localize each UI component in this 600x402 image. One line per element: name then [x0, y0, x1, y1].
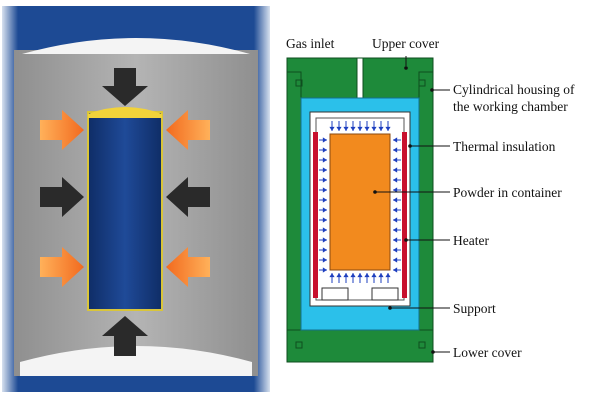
gas-flow-arrowhead-icon: [322, 207, 327, 213]
label-powder: Powder in container: [453, 185, 562, 200]
heater-left: [313, 132, 318, 298]
gas-flow-arrowhead-icon: [350, 273, 356, 278]
label-gas-inlet: Gas inlet: [286, 36, 335, 51]
label-lower-cover: Lower cover: [453, 345, 522, 360]
gas-flow-arrowhead-icon: [322, 187, 327, 193]
gas-flow-arrowhead-icon: [343, 126, 349, 131]
arrow-right-orange-icon: [40, 110, 84, 150]
vessel-top-dome: [22, 38, 250, 54]
arrow-right-dark-icon: [40, 177, 84, 217]
gas-flow-arrowhead-icon: [322, 217, 327, 223]
gas-flow-arrowhead-icon: [322, 147, 327, 153]
support-left: [321, 287, 349, 301]
gas-inlet-channel: [356, 57, 364, 99]
gas-flow-arrowhead-icon: [393, 157, 398, 163]
heater-right: [402, 132, 407, 298]
support-right: [371, 287, 399, 301]
gas-flow-arrows: [319, 121, 401, 283]
gas-flow-arrowhead-icon: [393, 187, 398, 193]
gas-flow-arrowhead-icon: [322, 167, 327, 173]
gas-flow-arrowhead-icon: [357, 126, 363, 131]
powder-container: [329, 133, 391, 271]
vessel-bottom-dome: [20, 346, 252, 376]
gas-flow-arrowhead-icon: [393, 177, 398, 183]
gas-flow-arrowhead-icon: [371, 273, 377, 278]
capsule-body: [87, 111, 163, 311]
gas-flow-arrowhead-icon: [322, 177, 327, 183]
labels: Gas inlet Upper cover Cylindrical housin…: [286, 36, 575, 360]
cross-section: [286, 56, 450, 363]
gas-flow-arrowhead-icon: [393, 257, 398, 263]
gas-flow-arrowhead-icon: [336, 273, 342, 278]
arrow-left-orange-icon: [166, 247, 210, 287]
gas-flow-arrowhead-icon: [322, 267, 327, 273]
label-housing-line1: Cylindrical housing of: [453, 82, 575, 97]
gas-flow-arrowhead-icon: [350, 126, 356, 131]
label-upper-cover: Upper cover: [372, 36, 440, 51]
gas-flow-arrowhead-icon: [329, 273, 335, 278]
label-support: Support: [453, 301, 496, 316]
gas-flow-arrowhead-icon: [343, 273, 349, 278]
gas-flow-arrowhead-icon: [393, 137, 398, 143]
gas-flow-arrowhead-icon: [393, 207, 398, 213]
arrow-left-orange-icon: [166, 110, 210, 150]
gas-flow-arrowhead-icon: [385, 273, 391, 278]
lower-cover: [286, 329, 434, 363]
vessel-illustration: [0, 0, 272, 402]
gas-flow-arrowhead-icon: [336, 126, 342, 131]
gas-flow-arrowhead-icon: [393, 237, 398, 243]
arrow-left-dark-icon: [166, 177, 210, 217]
gas-flow-arrowhead-icon: [322, 137, 327, 143]
gas-flow-arrowhead-icon: [393, 247, 398, 253]
gas-flow-arrowhead-icon: [385, 126, 391, 131]
gas-flow-arrowhead-icon: [393, 227, 398, 233]
housing-right-wall: [418, 71, 434, 361]
gas-flow-arrowhead-icon: [378, 126, 384, 131]
label-housing-line2: the working chamber: [453, 99, 568, 114]
gas-flow-arrowhead-icon: [393, 147, 398, 153]
gas-flow-arrowhead-icon: [322, 227, 327, 233]
capsule-top-cap: [88, 107, 162, 118]
gas-flow-arrowhead-icon: [378, 273, 384, 278]
gas-flow-arrowhead-icon: [393, 167, 398, 173]
gas-flow-arrowhead-icon: [357, 273, 363, 278]
gas-flow-arrowhead-icon: [393, 267, 398, 273]
label-heater: Heater: [453, 233, 489, 248]
housing-left-wall: [286, 71, 302, 361]
arrow-right-orange-icon: [40, 247, 84, 287]
gas-flow-arrowhead-icon: [329, 126, 335, 131]
label-thermal-insulation: Thermal insulation: [453, 139, 556, 154]
arrow-down-icon: [102, 68, 148, 106]
gas-flow-arrowhead-icon: [322, 157, 327, 163]
arrow-up-icon: [102, 316, 148, 356]
gas-flow-arrowhead-icon: [371, 126, 377, 131]
gas-flow-arrowhead-icon: [322, 247, 327, 253]
gas-flow-arrowhead-icon: [364, 126, 370, 131]
gas-flow-arrowhead-icon: [322, 197, 327, 203]
gas-flow-arrowhead-icon: [393, 197, 398, 203]
gas-flow-arrowhead-icon: [393, 217, 398, 223]
gas-flow-arrowhead-icon: [322, 257, 327, 263]
gas-flow-arrowhead-icon: [322, 237, 327, 243]
gas-flow-arrowhead-icon: [364, 273, 370, 278]
